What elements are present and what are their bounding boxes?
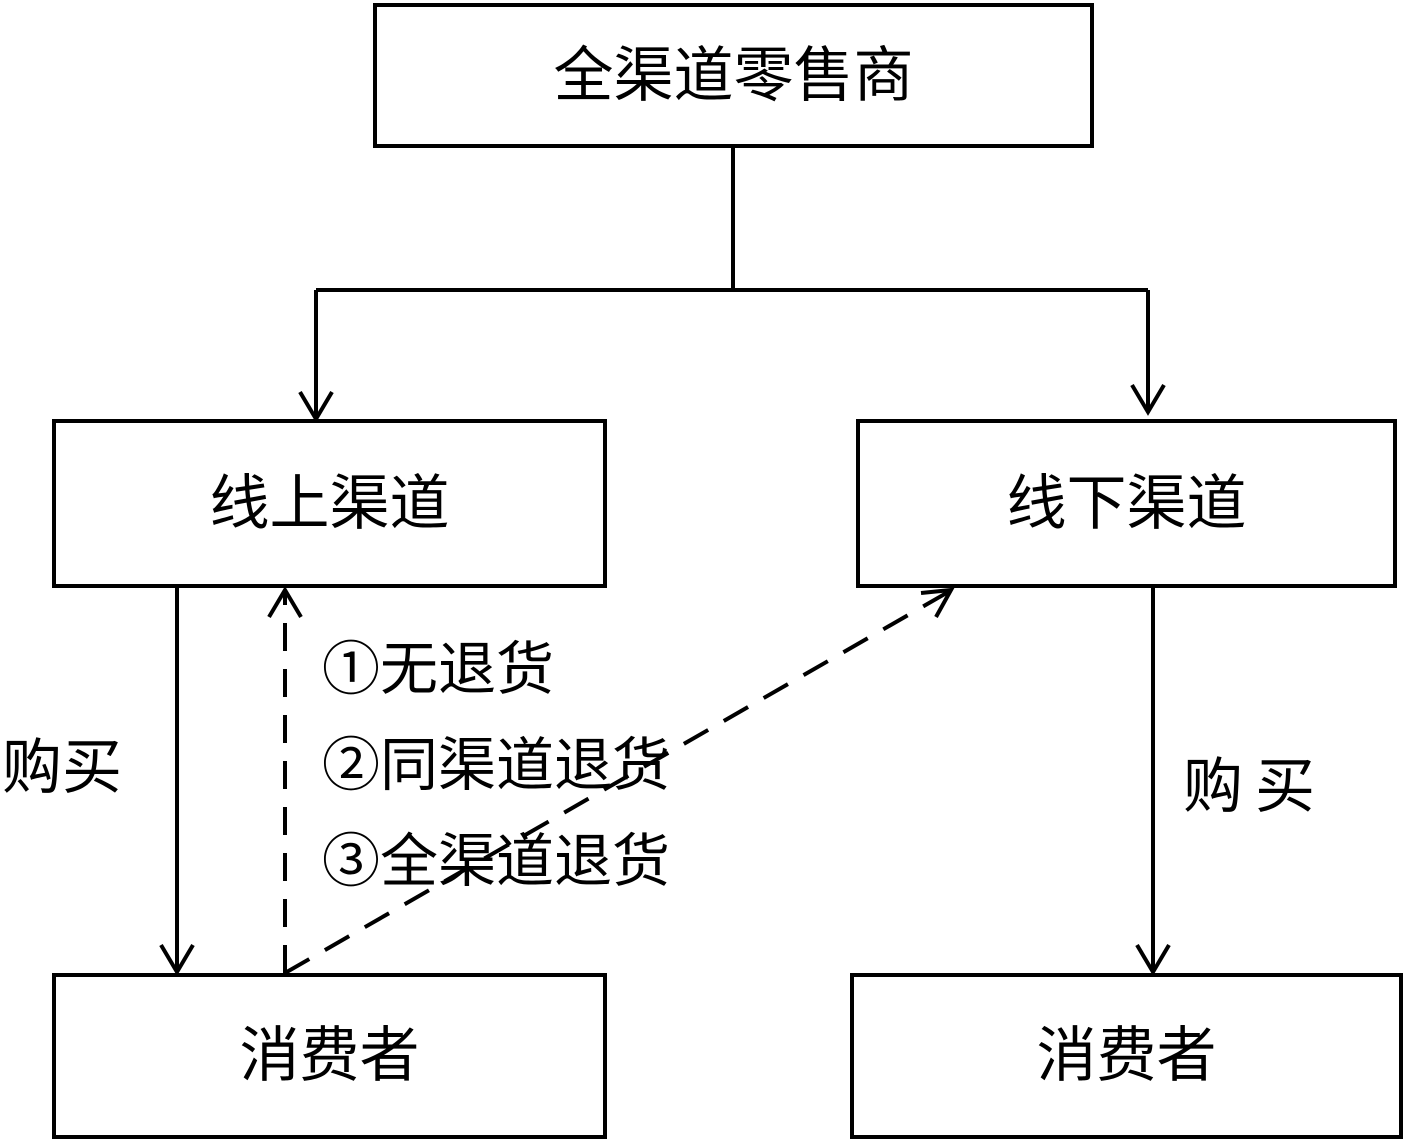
return-to-offline-dashed-line	[284, 589, 951, 975]
online-purchase-label: 购买	[2, 733, 122, 803]
omnichannel-retailer-label: 全渠道零售商	[553, 40, 914, 111]
offline-consumer-box: 消费者	[850, 973, 1403, 1139]
return-options-list: ①无退货 ②同渠道退货 ③全渠道退货	[322, 640, 670, 928]
online-consumer-box: 消费者	[52, 973, 607, 1139]
offline-channel-box: 线下渠道	[856, 419, 1397, 588]
return-option-no-return: ①无退货	[322, 635, 555, 703]
arrowhead-return-online	[267, 586, 303, 619]
return-option-same-channel: ②同渠道退货	[322, 731, 671, 799]
arrowhead-online-purchase	[159, 943, 195, 976]
online-channel-label: 线上渠道	[209, 468, 450, 539]
online-channel-box: 线上渠道	[52, 419, 607, 588]
offline-consumer-label: 消费者	[1036, 1021, 1217, 1091]
omnichannel-retailer-box: 全渠道零售商	[373, 3, 1094, 148]
online-consumer-label: 消费者	[239, 1021, 420, 1091]
offline-purchase-label: 购买	[1183, 752, 1327, 822]
arrowhead-offline-channel	[1130, 383, 1166, 416]
return-option-cross-channel: ③全渠道退货	[322, 827, 671, 895]
arrowhead-return-offline	[920, 587, 955, 618]
offline-channel-label: 线下渠道	[1006, 468, 1247, 539]
arrowhead-offline-purchase	[1135, 943, 1171, 976]
